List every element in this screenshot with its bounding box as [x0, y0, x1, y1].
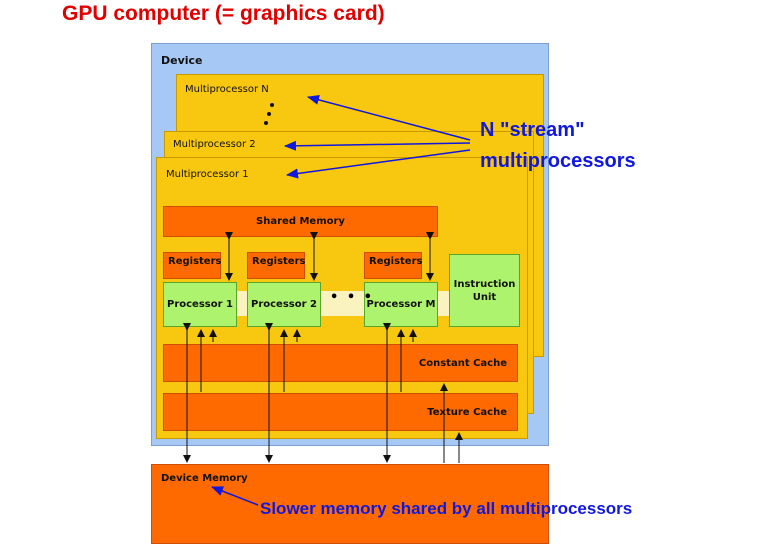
device-memory-label: Device Memory	[161, 473, 248, 484]
slower-memory-annotation: Slower memory shared by all multiprocess…	[260, 499, 633, 518]
processor-2: Processor 2	[247, 282, 321, 327]
stream-annotation-line-2: multiprocessors	[480, 150, 636, 172]
shared-memory: Shared Memory	[163, 206, 438, 237]
stream-multiprocessors-annotation: N "stream" multiprocessors	[480, 115, 680, 177]
multiprocessor-1-label: Multiprocessor 1	[166, 169, 249, 180]
registers-m: Registers	[364, 252, 422, 279]
processor-1: Processor 1	[163, 282, 237, 327]
constant-cache: Constant Cache	[163, 344, 518, 382]
registers-2: Registers	[247, 252, 305, 279]
device-label: Device	[161, 54, 203, 67]
multiprocessor-2-label: Multiprocessor 2	[173, 139, 256, 150]
instruction-unit: Instruction Unit	[449, 254, 520, 327]
page-title: GPU computer (= graphics card)	[62, 2, 385, 25]
registers-1: Registers	[163, 252, 221, 279]
processor-m: Processor M	[364, 282, 438, 327]
processor-ellipsis: • • •	[330, 290, 374, 305]
stream-annotation-line-1: N "stream"	[480, 119, 585, 141]
multiprocessor-n-label: Multiprocessor N	[185, 84, 269, 95]
texture-cache: Texture Cache	[163, 393, 518, 431]
